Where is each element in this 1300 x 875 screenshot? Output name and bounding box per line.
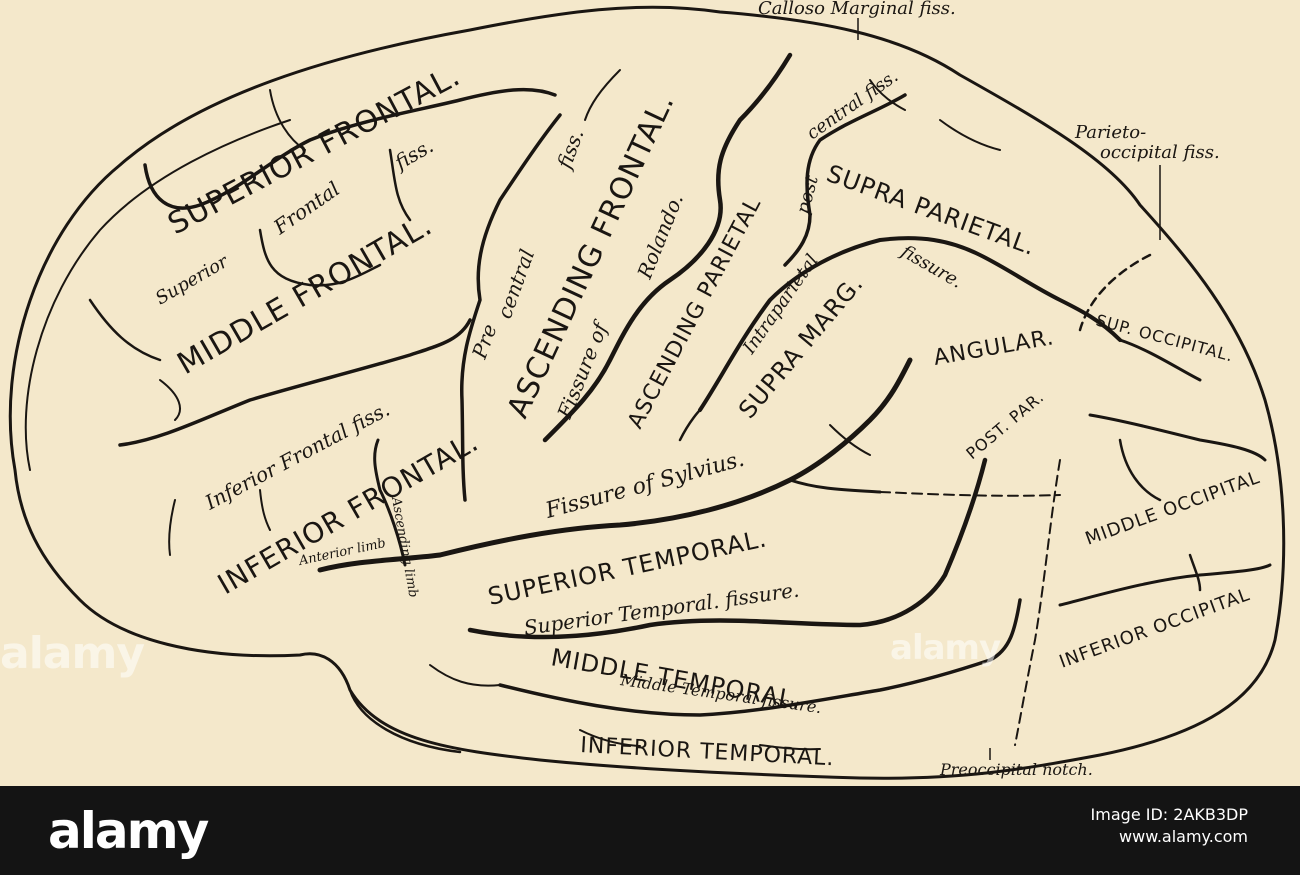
sylvian-fissure	[317, 357, 913, 573]
superior-temporal-sulcus	[467, 457, 988, 640]
label-fiss-precentral: fiss.	[551, 126, 588, 174]
inferior-frontal-sulcus	[118, 318, 472, 447]
postcentral-sulcus	[783, 93, 907, 267]
label-fissure-ip: fissure.	[896, 240, 966, 293]
alamy-logo: alamy	[48, 802, 209, 860]
label-middle-frontal: MIDDLE FRONTAL.	[172, 208, 439, 382]
label-superior-small: Superior	[152, 250, 233, 309]
label-fissure-of-sylvius: Fissure of Sylvius.	[542, 447, 747, 524]
hemisphere-outline	[8, 5, 1286, 780]
image-id: Image ID: 2AKB3DP	[1090, 805, 1248, 824]
label-angular: ANGULAR.	[932, 325, 1056, 371]
brain-diagram: Calloso Marginal fiss. SUPERIOR FRONTAL.…	[8, 0, 1286, 780]
superior-frontal-sulcus	[143, 87, 557, 210]
label-inferior-frontal: INFERIOR FRONTAL.	[212, 425, 484, 601]
label-rolando: Rolando.	[632, 190, 688, 283]
central-sulcus	[542, 52, 793, 443]
intraparietal-sulcus	[698, 236, 1122, 412]
label-parieto: Parieto-	[1074, 122, 1146, 143]
label-ascending-limb: Ascending limb	[388, 495, 421, 599]
illustration-plate	[0, 0, 1300, 786]
image-id-block: Image ID: 2AKB3DP www.alamy.com	[1091, 804, 1248, 848]
label-preoccipital-notch: Preoccipital notch.	[939, 760, 1093, 779]
middle-temporal-sulcus	[498, 598, 1022, 717]
label-central: central	[492, 246, 539, 322]
label-post-par: POST. PAR.	[962, 387, 1047, 463]
label-middle-occipital: MIDDLE OCCIPITAL	[1083, 467, 1263, 550]
precentral-sulcus	[459, 113, 562, 502]
site-url: www.alamy.com	[1119, 827, 1248, 846]
label-occipital-fiss: occipital fiss.	[1100, 142, 1220, 163]
stock-footer: alamy Image ID: 2AKB3DP www.alamy.com	[0, 786, 1300, 875]
label-post: post	[793, 173, 824, 217]
label-calloso-marginal: Calloso Marginal fiss.	[758, 0, 956, 19]
watermark-center: alamy	[890, 628, 1001, 668]
label-fiss-top: fiss.	[389, 133, 438, 175]
watermark-left: alamy	[0, 628, 145, 679]
